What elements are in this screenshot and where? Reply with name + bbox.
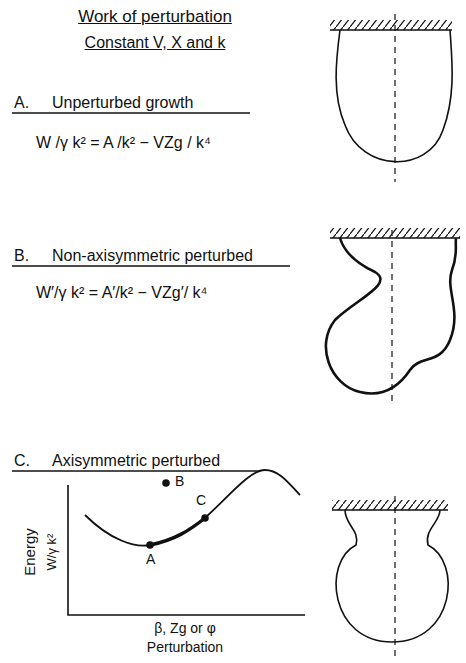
drop-outline — [326, 238, 456, 393]
heading-underline — [12, 470, 260, 472]
point-a — [146, 541, 154, 549]
ceiling-line — [330, 237, 460, 239]
ceiling-hatch — [332, 500, 448, 510]
section-letter: A. — [14, 94, 29, 112]
axis-dashed — [391, 230, 392, 402]
axis-label: Energy — [22, 528, 39, 576]
point-c — [201, 514, 209, 522]
section-heading: Non-axisymmetric perturbed — [52, 247, 253, 265]
heading-underline — [12, 112, 250, 114]
section-letter: C. — [14, 452, 30, 470]
section-heading: Unperturbed growth — [52, 94, 193, 112]
point-label: C — [196, 493, 206, 508]
axis-label: Perturbation — [147, 640, 223, 655]
ceiling-hatch — [330, 20, 452, 30]
heading-underline — [12, 265, 290, 267]
energy-curve-segment — [150, 518, 205, 545]
section-letter: B. — [14, 247, 29, 265]
axis-label: β, Zg or φ — [154, 621, 215, 636]
chart-axes — [68, 485, 305, 615]
axis-label: W/γ k² — [45, 534, 59, 571]
axis-dashed — [394, 14, 395, 182]
drop-outline — [336, 30, 452, 162]
ceiling-line — [332, 509, 448, 511]
ceiling-line — [330, 29, 452, 31]
title: Work of perturbation — [78, 8, 232, 27]
point-b — [162, 479, 170, 487]
axis-dashed — [394, 496, 395, 656]
subtitle: Constant V, X and k — [85, 34, 226, 52]
formula: W /γ k² = A /k² − VZg / k⁴ — [36, 134, 211, 152]
formula: W′/γ k² = A′/k² − VZg′/ k⁴ — [36, 284, 207, 302]
energy-curve — [85, 470, 300, 546]
point-label: A — [146, 552, 155, 567]
drop-outline — [336, 510, 448, 642]
ceiling-hatch — [330, 228, 460, 238]
section-heading: Axisymmetric perturbed — [52, 452, 220, 470]
point-label: B — [175, 474, 184, 489]
